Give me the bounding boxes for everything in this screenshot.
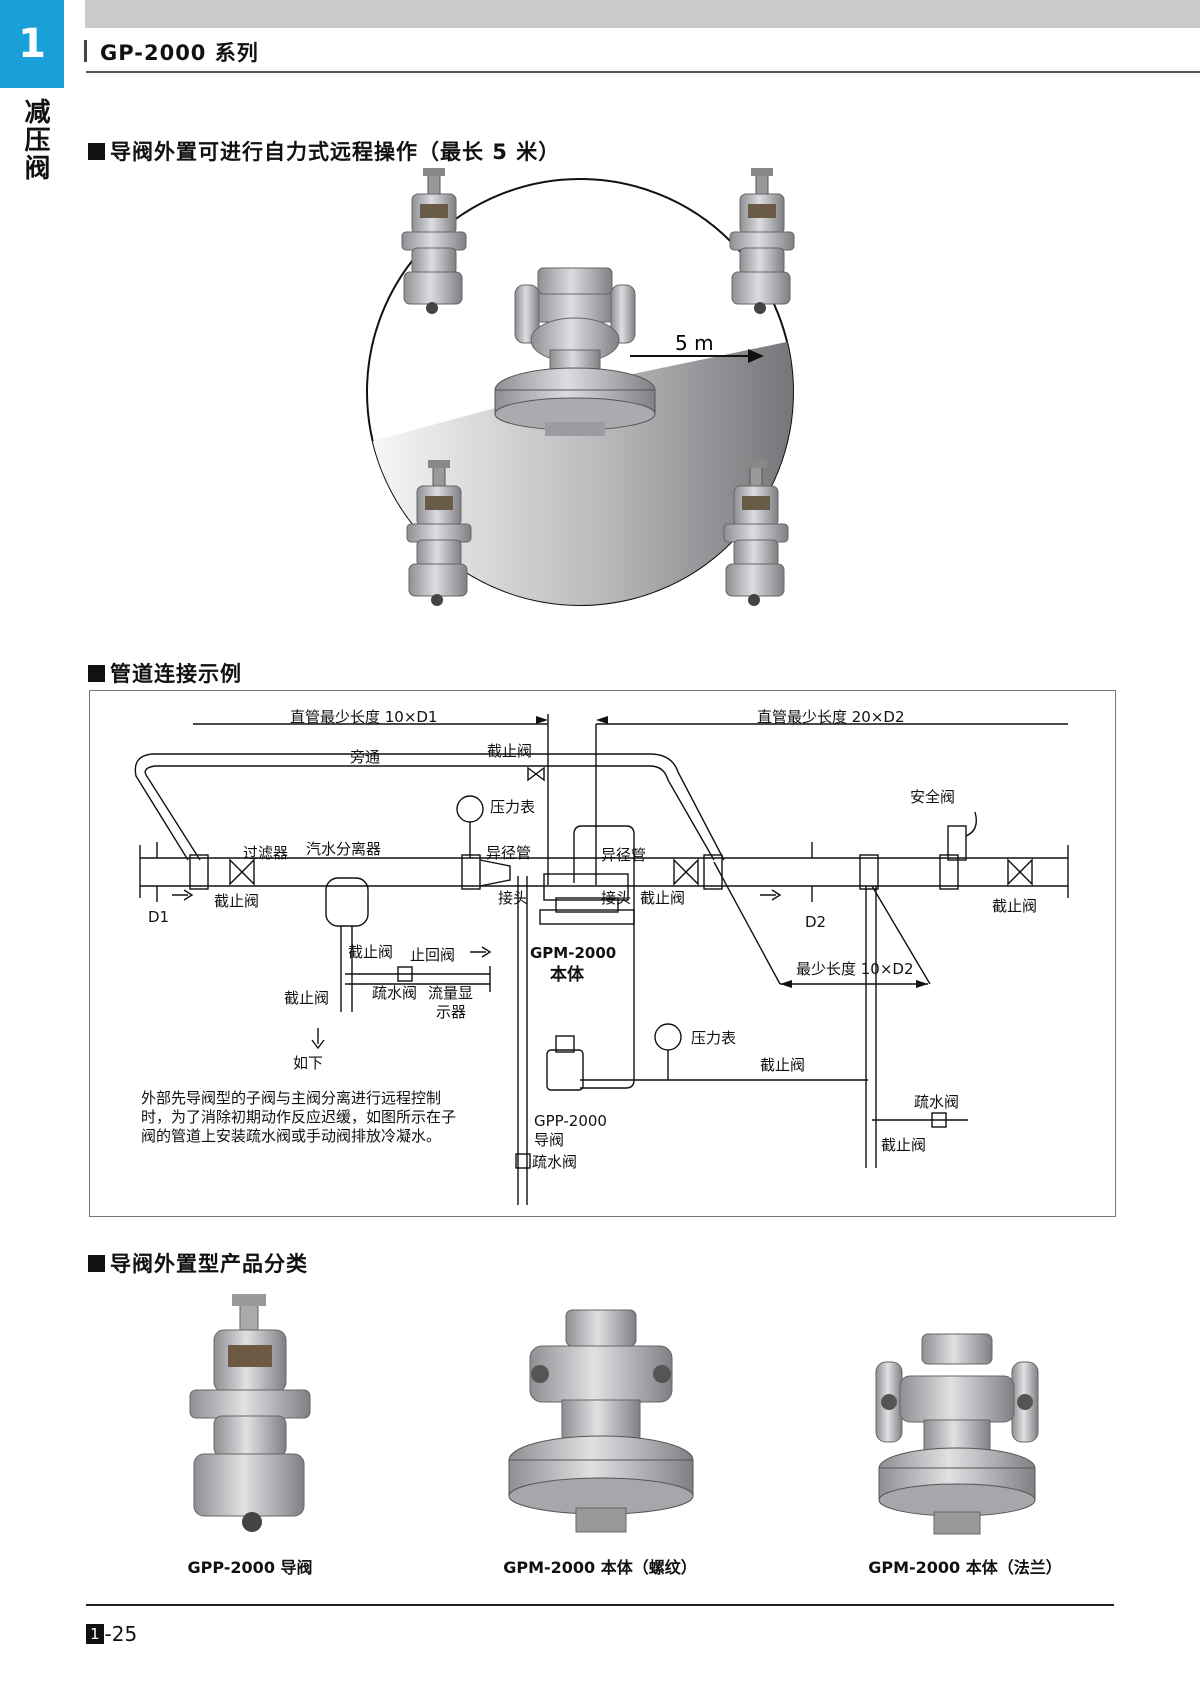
reducer-left-label: 异径管 xyxy=(486,844,531,862)
stop-valve-outlet-joint-label: 截止阀 xyxy=(640,889,685,907)
bullet-square-icon xyxy=(88,664,105,682)
distance-label: 5 m xyxy=(675,331,714,355)
section-title-piping-text: 管道连接示例 xyxy=(110,662,242,686)
pressure-gauge-label: 压力表 xyxy=(490,798,535,816)
trap-bottom-label: 疏水阀 xyxy=(532,1153,577,1171)
product-pilot-caption: GPP-2000 导阀 xyxy=(187,1558,313,1577)
footer-rule xyxy=(86,1604,1114,1606)
sight-glass-label-1: 流量显 xyxy=(428,984,473,1002)
product-body-threaded-image xyxy=(508,1309,694,1533)
header-rule xyxy=(86,71,1200,73)
pilot-valve-image xyxy=(723,460,789,606)
page-number-text: -25 xyxy=(104,1622,138,1646)
bullet-square-icon xyxy=(88,142,105,160)
bullet-square-icon xyxy=(88,1254,105,1272)
note-line-3: 阀的管道上安装疏水阀或手动阀排放冷凝水。 xyxy=(141,1127,441,1145)
min-length-d2-label: 最少长度 10×D2 xyxy=(796,960,914,978)
stop-valve-separator-label: 截止阀 xyxy=(348,943,393,961)
d2-label: D2 xyxy=(805,913,826,931)
stop-valve-outlet-label: 截止阀 xyxy=(992,897,1037,915)
bypass-label: 旁通 xyxy=(350,748,380,766)
section-title-piping: 管道连接示例 xyxy=(88,658,242,688)
page-number: 1 -25 xyxy=(86,1622,137,1646)
title-marker xyxy=(84,40,87,62)
product-body-flanged-image xyxy=(875,1333,1039,1535)
section-title-products: 导阀外置型产品分类 xyxy=(88,1248,308,1278)
sight-glass-label-2: 示器 xyxy=(436,1003,466,1021)
joint-left-label: 接头 xyxy=(498,889,528,907)
pilot-valve-image xyxy=(401,168,467,314)
note-line-1: 外部先导阀型的子阀与主阀分离进行远程控制 xyxy=(141,1089,441,1107)
section-title-remote-text: 导阀外置可进行自力式远程操作（最长 5 米） xyxy=(110,140,561,164)
section-title-products-text: 导阀外置型产品分类 xyxy=(110,1252,308,1276)
reducer-right-label: 异径管 xyxy=(601,846,646,864)
product-pilot-image xyxy=(189,1294,311,1532)
dim-label-d2: 直管最少长度 20×D2 xyxy=(757,708,905,726)
header-band xyxy=(85,0,1200,28)
main-body-model-label: GPM-2000 xyxy=(530,944,616,962)
piping-diagram: 直管最少长度 10×D1 直管最少长度 20×D2 旁通 截止阀 压力表 安全阀… xyxy=(134,708,1069,1205)
section-title-remote: 导阀外置可进行自力式远程操作（最长 5 米） xyxy=(88,136,560,166)
page-chapter-badge: 1 xyxy=(86,1624,104,1644)
trap-right-label: 疏水阀 xyxy=(914,1093,959,1111)
joint-right-label: 接头 xyxy=(601,889,631,907)
product-body-flanged-caption: GPM-2000 本体（法兰） xyxy=(868,1558,1062,1577)
piping-diagram-frame xyxy=(89,690,1116,1217)
chapter-number: 1 xyxy=(0,0,64,88)
separator-label: 汽水分离器 xyxy=(306,840,381,858)
pilot-valve-image xyxy=(729,168,795,314)
stop-valve-lower-label: 截止阀 xyxy=(760,1056,805,1074)
pilot-model-label: GPP-2000 xyxy=(534,1112,607,1130)
stop-valve-right-lower-label: 截止阀 xyxy=(881,1136,926,1154)
d1-label: D1 xyxy=(148,908,169,926)
safety-valve-label: 安全阀 xyxy=(910,788,955,806)
trap-label: 疏水阀 xyxy=(372,984,417,1002)
see-below-label: 如下 xyxy=(293,1054,323,1072)
dim-label-d1: 直管最少长度 10×D1 xyxy=(290,708,438,726)
product-body-threaded-caption: GPM-2000 本体（螺纹） xyxy=(503,1558,697,1577)
stop-valve-bypass-label: 截止阀 xyxy=(487,742,532,760)
note-line-2: 时，为了消除初期动作反应迟缓，如图所示在子 xyxy=(141,1108,456,1126)
stop-valve-separator-down-label: 截止阀 xyxy=(284,989,329,1007)
main-valve-image xyxy=(494,267,656,436)
category-label: 减压阀 xyxy=(20,98,50,182)
main-body-label: 本体 xyxy=(550,964,585,985)
pilot-label: 导阀 xyxy=(534,1131,564,1149)
check-valve-label: 止回阀 xyxy=(410,946,455,964)
series-title: GP-2000 系列 xyxy=(100,41,259,65)
strainer-label: 过滤器 xyxy=(243,844,288,862)
pilot-valve-image xyxy=(406,460,472,606)
stop-valve-inlet-label: 截止阀 xyxy=(214,892,259,910)
pressure-gauge-lower-label: 压力表 xyxy=(691,1029,736,1047)
